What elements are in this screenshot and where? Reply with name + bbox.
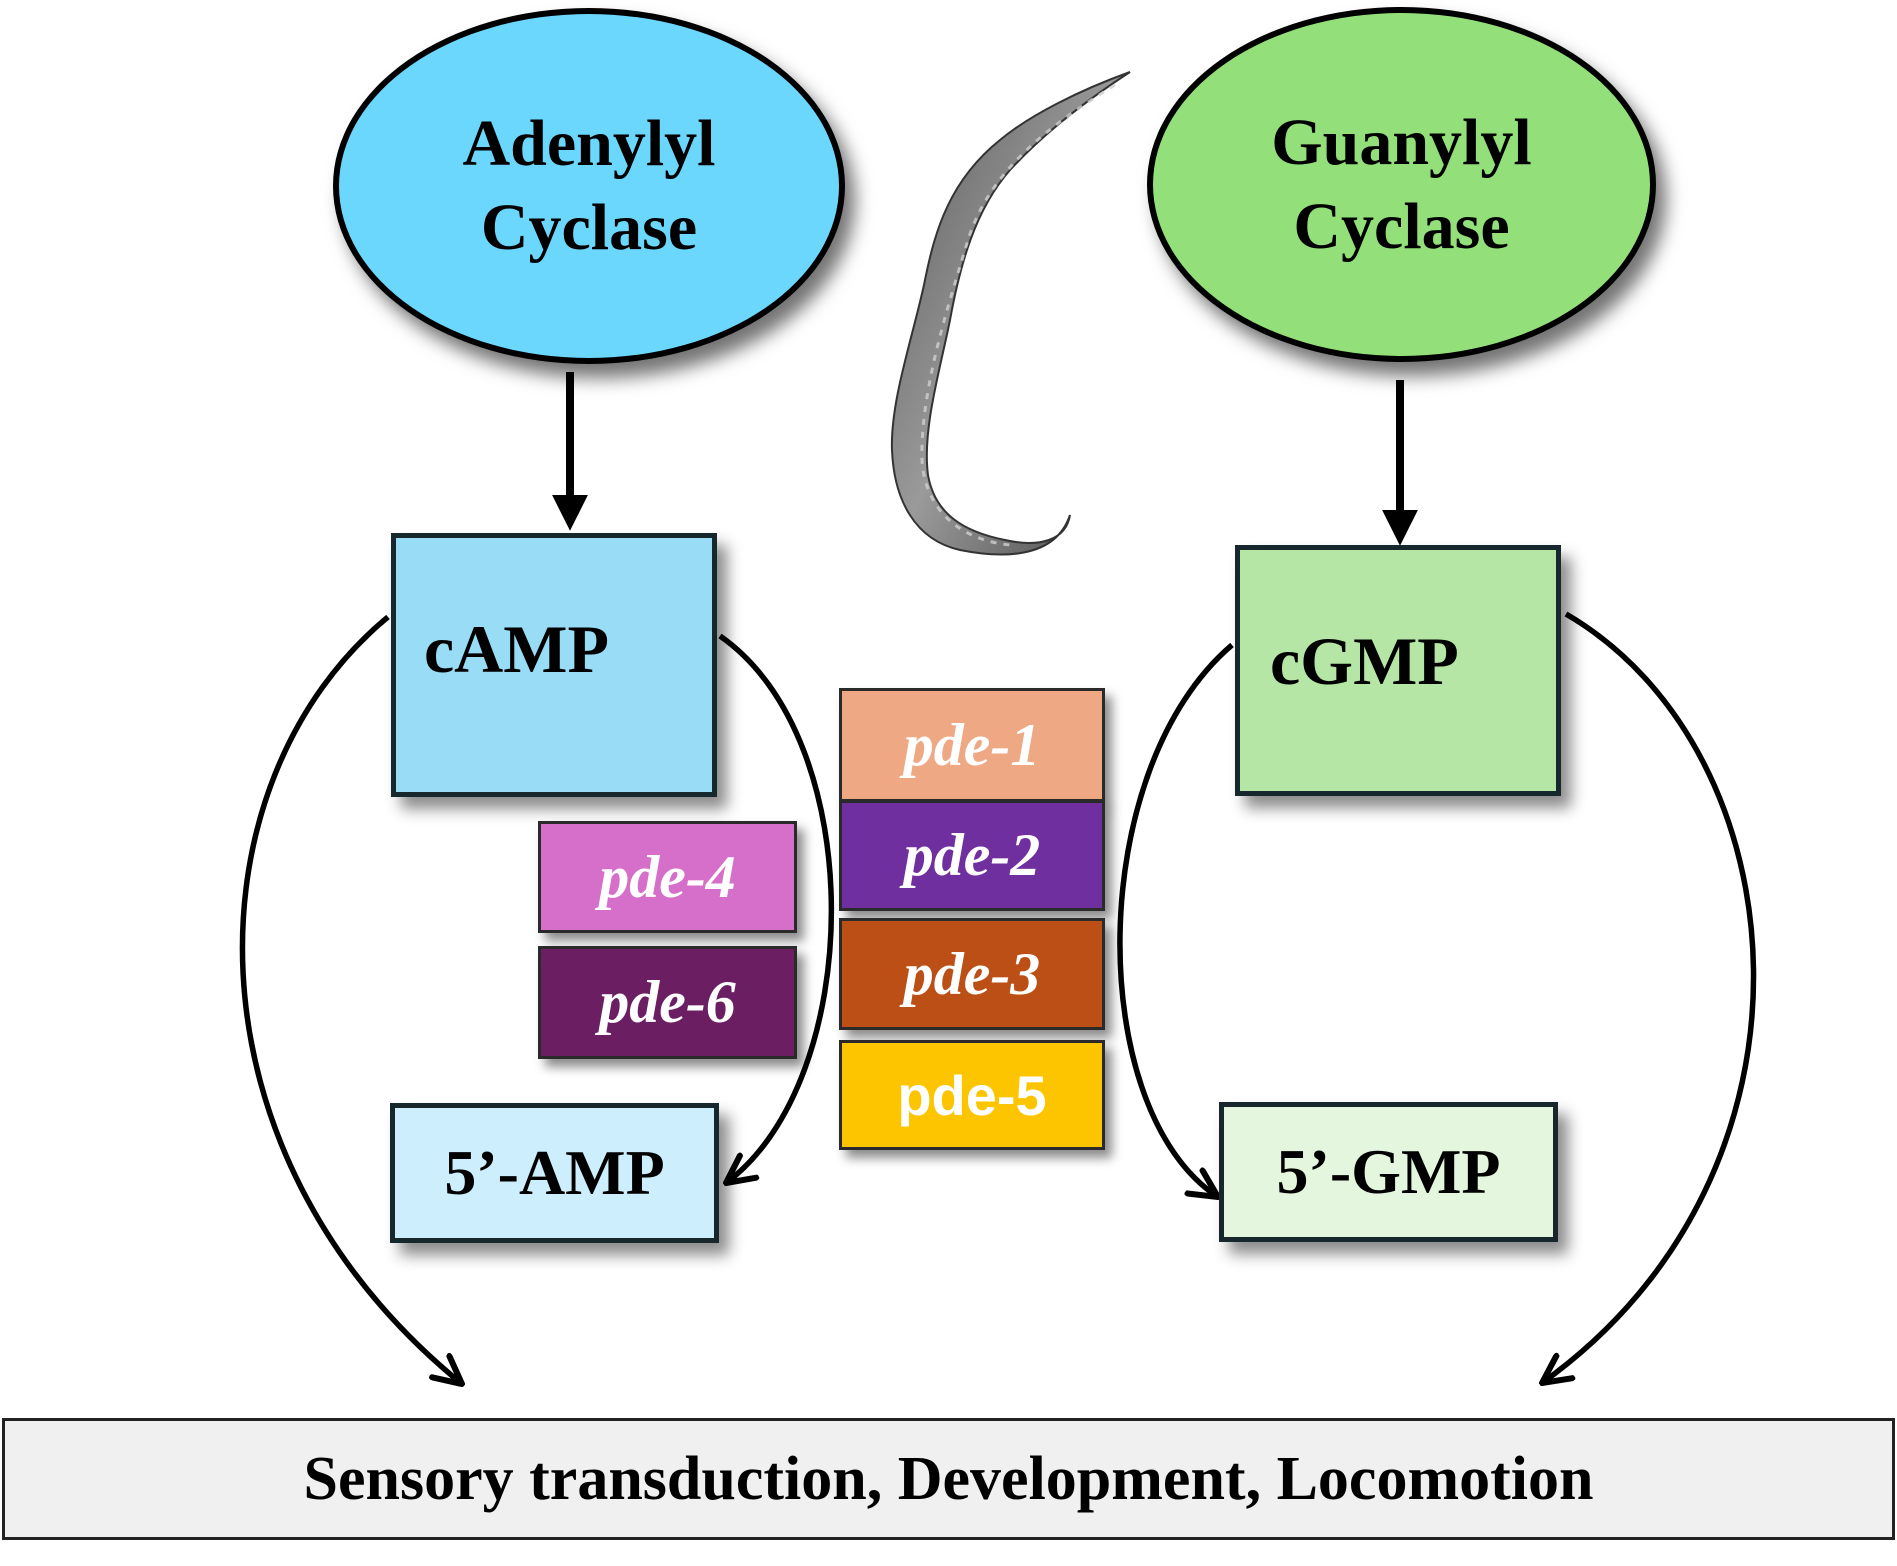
- pde-5-label: pde-5: [897, 1063, 1047, 1127]
- pde-5-box: pde-5: [839, 1040, 1105, 1150]
- pde-1-box: pde-1: [839, 688, 1105, 802]
- nematode-worm-image: [890, 71, 1131, 556]
- outcome-banner: Sensory transduction, Development, Locom…: [2, 1418, 1895, 1540]
- pde-4-box: pde-4: [538, 821, 797, 933]
- pde-6-box: pde-6: [538, 946, 797, 1059]
- camp-box: cAMP: [391, 533, 717, 797]
- outcome-label: Sensory transduction, Development, Locom…: [303, 1444, 1594, 1513]
- cgmp-box: cGMP: [1235, 545, 1561, 796]
- 5-amp-label: 5’-AMP: [444, 1137, 665, 1208]
- guanylyl-cyclase-label: Guanylyl Cyclase: [1271, 105, 1532, 263]
- pde-3-label: pde-3: [903, 940, 1041, 1007]
- guanylyl-cyclase-node: Guanylyl Cyclase: [1147, 7, 1656, 362]
- pde-2-box: pde-2: [839, 800, 1105, 911]
- arc-cgmp-to-outcome: [1542, 611, 1757, 1383]
- 5-gmp-label: 5’-GMP: [1276, 1136, 1501, 1207]
- pde-3-box: pde-3: [839, 918, 1105, 1030]
- arc-camp-to-outcome: [239, 614, 462, 1384]
- arc-cgmp-to-5gmp: [1117, 642, 1234, 1197]
- arc-camp-to-5amp: [718, 633, 834, 1183]
- pde-4-label: pde-4: [599, 843, 736, 910]
- camp-label: cAMP: [424, 611, 610, 687]
- pde-2-label: pde-2: [903, 822, 1041, 888]
- pde-1-label: pde-1: [903, 711, 1041, 778]
- cgmp-label: cGMP: [1270, 623, 1459, 699]
- adenylyl-cyclase-node: Adenylyl Cyclase: [333, 8, 845, 364]
- adenylyl-cyclase-label: Adenylyl Cyclase: [462, 107, 716, 264]
- pde-6-label: pde-6: [599, 969, 736, 1035]
- 5-amp-box: 5’-AMP: [390, 1103, 719, 1243]
- 5-gmp-box: 5’-GMP: [1219, 1102, 1558, 1242]
